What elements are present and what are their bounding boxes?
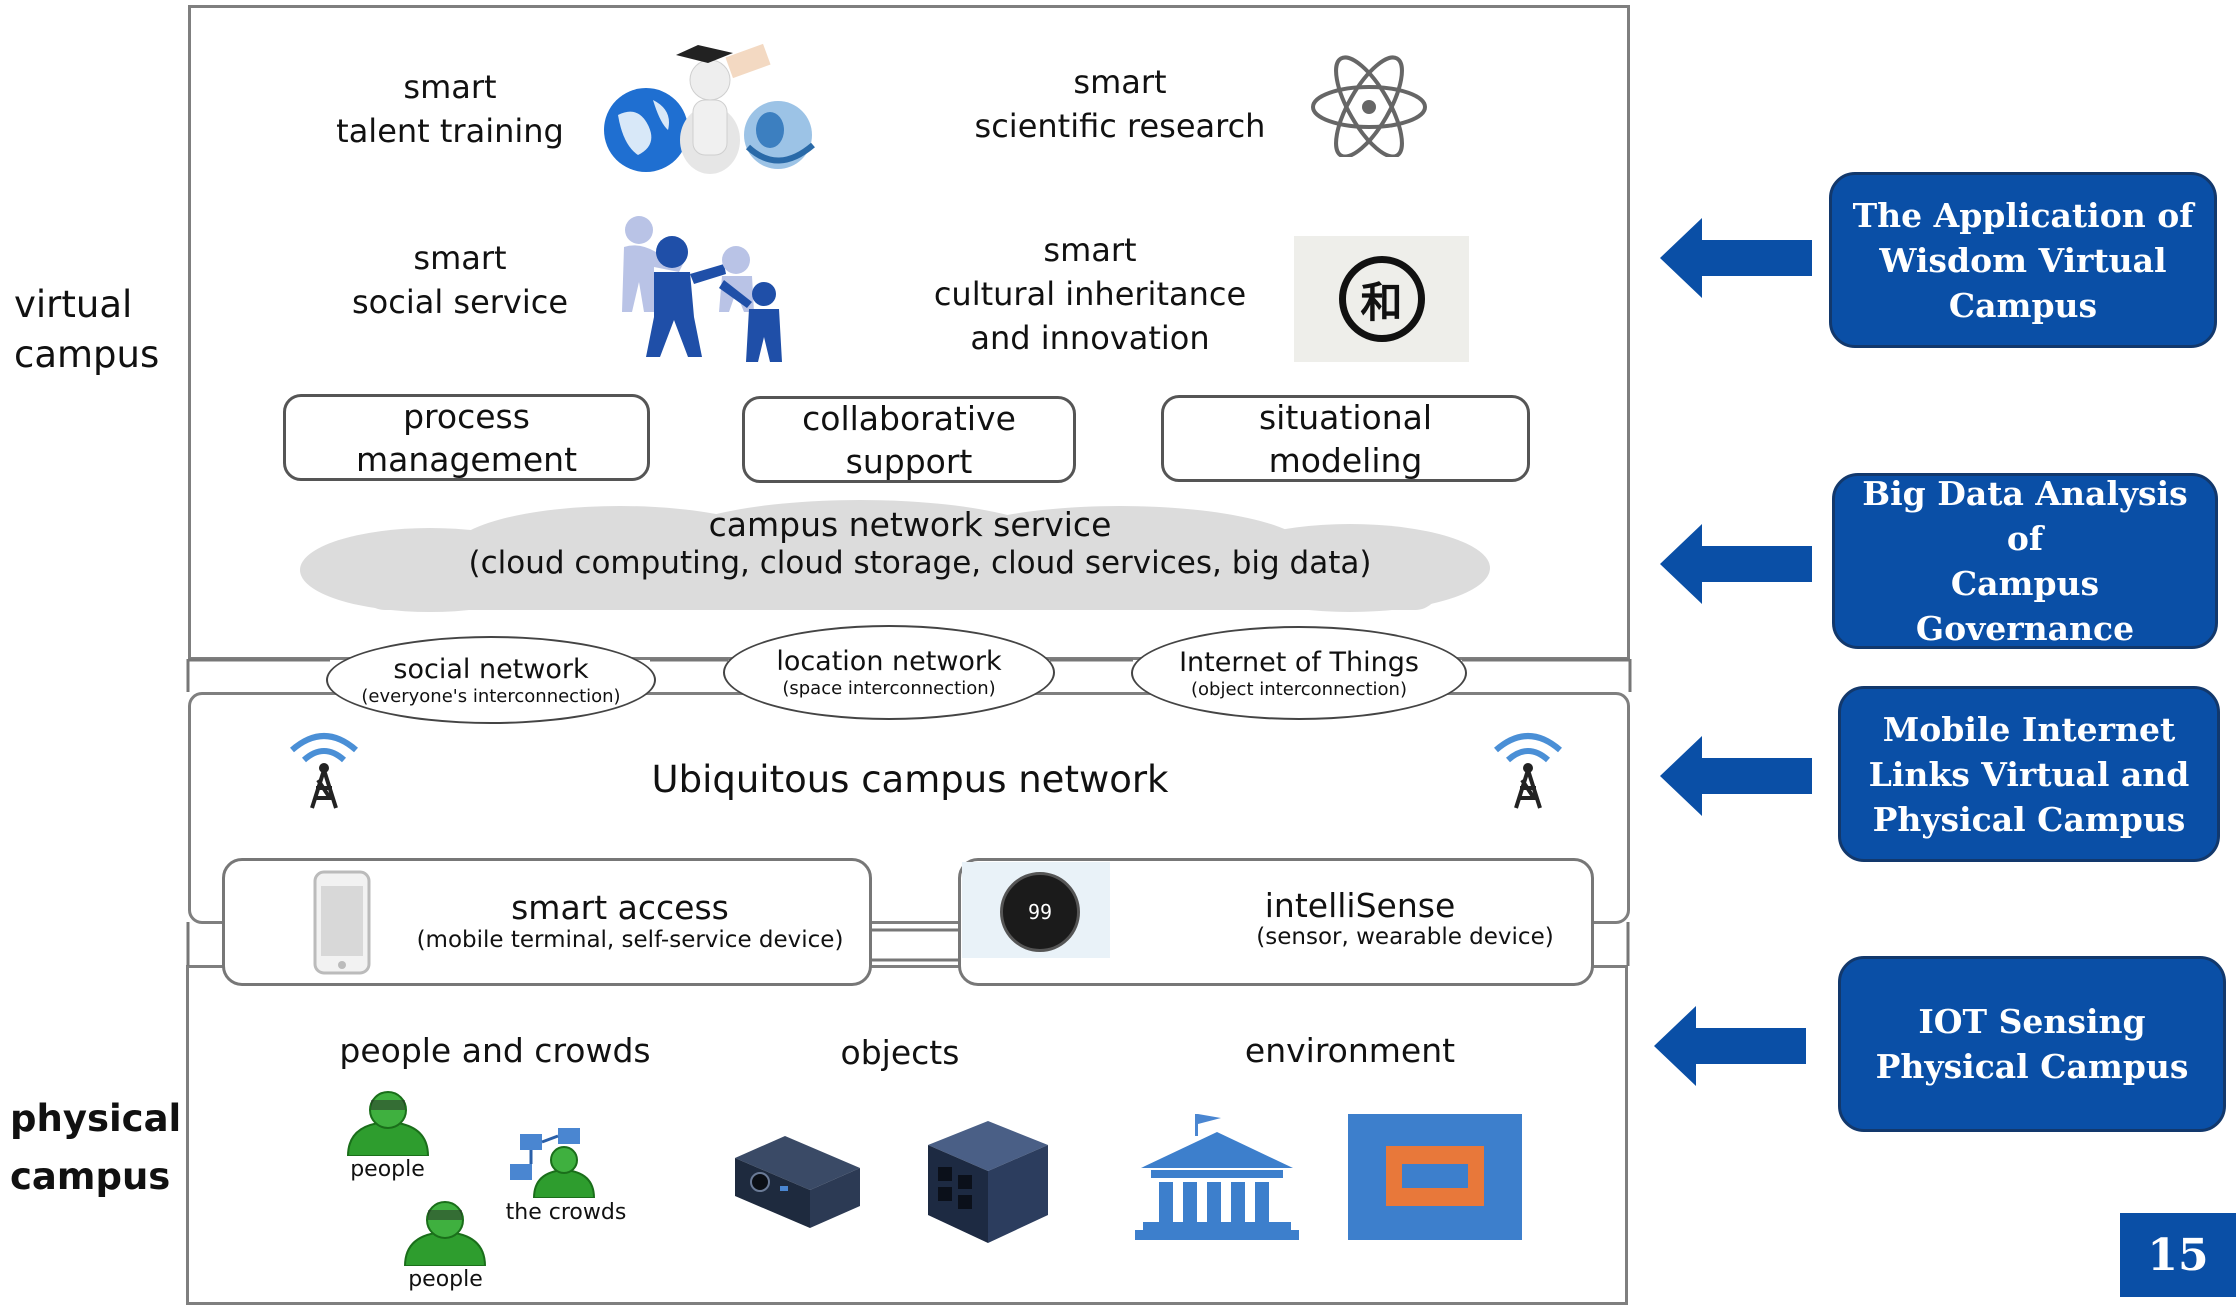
ubiquitous-network-title: Ubiquitous campus network — [651, 758, 1169, 801]
environment-label: environment — [1244, 1031, 1456, 1070]
social-network-oval: social network (everyone's interconnecti… — [326, 636, 656, 724]
objects-label: objects — [840, 1033, 960, 1072]
building-institution-icon — [1135, 1114, 1299, 1240]
iot-sensing-physical-campus-box: IOT Sensing Physical Campus — [1838, 956, 2226, 1132]
crowds-label: the crowds — [505, 1200, 627, 1225]
thermostat-image: 99 — [962, 862, 1110, 958]
graduate-globe-icon — [604, 43, 815, 174]
page-number: 15 — [2120, 1213, 2236, 1297]
intellisense-subtitle: (sensor, wearable device) — [1256, 924, 1554, 950]
people-label-2: people — [408, 1267, 483, 1292]
antenna-icon-right — [1494, 733, 1562, 809]
smartphone-icon — [313, 870, 371, 975]
arrow-left-2 — [1660, 524, 1812, 604]
antenna-icon-left — [290, 733, 358, 809]
room-floorplan-icon — [1348, 1114, 1522, 1240]
person-icon-2 — [403, 1201, 487, 1266]
physical-campus-label: physical campus — [10, 1097, 182, 1198]
big-data-analysis-box: Big Data Analysis of Campus Governance — [1832, 473, 2218, 649]
family-icon — [622, 216, 782, 362]
smart-talent-training-label: smart talent training — [336, 68, 564, 150]
cloud-title: campus network service — [708, 505, 1112, 544]
application-wisdom-virtual-campus-box: The Application of Wisdom Virtual Campus — [1829, 172, 2217, 348]
thermostat-dial: 99 — [1000, 872, 1080, 952]
people-label-1: people — [350, 1157, 425, 1182]
smart-access-subtitle: (mobile terminal, self-service device) — [416, 927, 844, 953]
smart-social-service-label: smart social service — [351, 239, 569, 321]
smart-access-title: smart access — [511, 888, 729, 927]
internet-of-things-oval: Internet of Things (object interconnecti… — [1131, 626, 1467, 720]
person-icon-1 — [346, 1091, 430, 1156]
projector-device-icon — [735, 1136, 860, 1228]
calligraphy-image: 和 — [1294, 236, 1469, 362]
arrow-left-4 — [1654, 1006, 1806, 1086]
cloud-shape — [300, 500, 1490, 612]
virtual-campus-label: virtual campus — [14, 283, 160, 376]
server-box-icon — [928, 1121, 1048, 1243]
smart-scientific-research-label: smart scientific research — [974, 63, 1266, 145]
atom-icon — [1311, 55, 1427, 157]
intellisense-title: intelliSense — [1264, 886, 1456, 925]
crowds-icon — [510, 1128, 596, 1198]
people-and-crowds-label: people and crowds — [339, 1031, 651, 1070]
location-network-oval: location network (space interconnection) — [723, 625, 1055, 720]
cloud-subtitle: (cloud computing, cloud storage, cloud s… — [468, 545, 1372, 581]
calligraphy-circle: 和 — [1338, 256, 1425, 342]
arrow-left-1 — [1660, 218, 1812, 298]
mobile-internet-links-box: Mobile Internet Links Virtual and Physic… — [1838, 686, 2220, 862]
smart-cultural-label: smart cultural inheritance and innovatio… — [933, 231, 1247, 357]
arrow-left-3 — [1660, 736, 1812, 816]
